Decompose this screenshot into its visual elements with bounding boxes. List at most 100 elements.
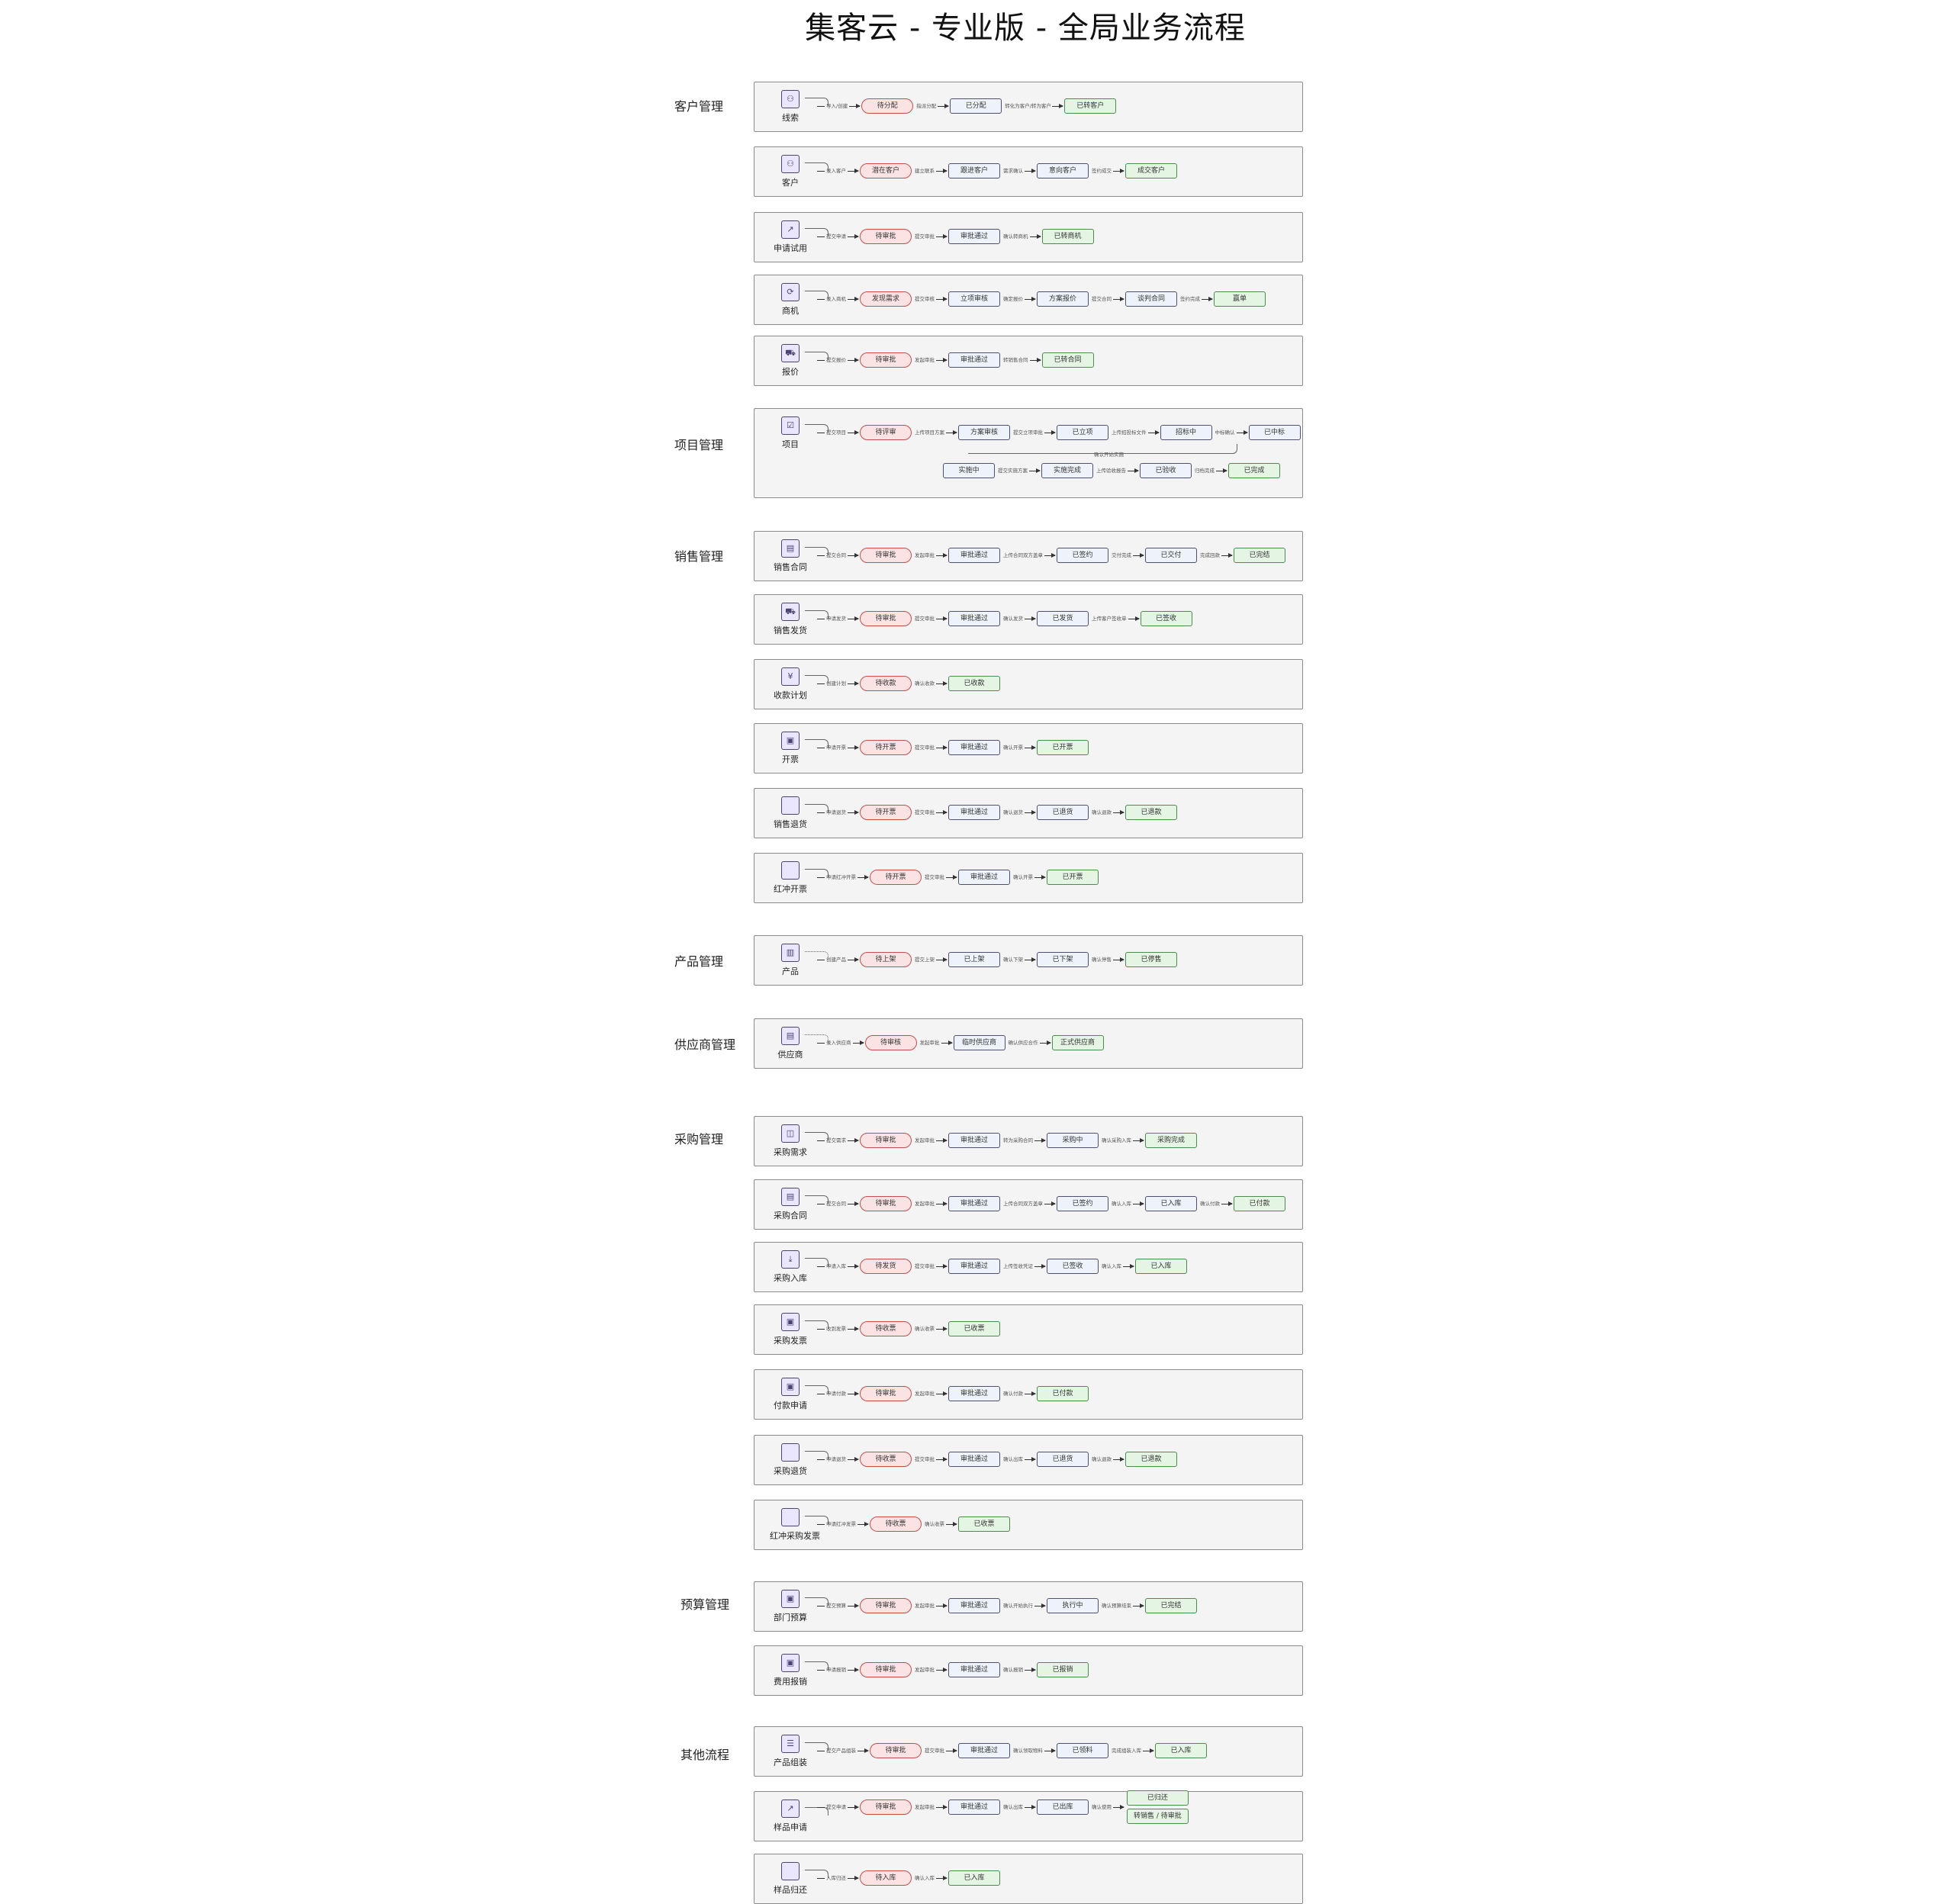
edge-label: 确认开票 — [1003, 745, 1023, 751]
entity-name: 开票 — [782, 754, 799, 764]
flow-node: 已验收 — [1140, 463, 1192, 478]
edge-label: 发起审批 — [915, 1804, 935, 1810]
flow-node: 审批通过 — [948, 548, 1000, 563]
flow-node: 转销售 / 待审批 — [1127, 1809, 1189, 1824]
edge-line — [817, 105, 825, 107]
edge-arrow — [848, 1326, 859, 1331]
section-label-project: 项目管理 — [674, 438, 724, 452]
edge-label: 提交审批 — [915, 809, 935, 815]
flow-node: 发现需求 — [860, 291, 912, 307]
entity-connector — [805, 1195, 828, 1204]
flow-edge: 交付完成 — [1110, 552, 1144, 558]
flow-node: 审批通过 — [948, 352, 1000, 368]
edge-label: 确认开票 — [1013, 874, 1033, 880]
edge-label: 签约成交 — [1092, 168, 1112, 174]
flow-edge: 确认开票 — [1012, 874, 1046, 880]
flow-edge: 确认收票 — [923, 1521, 957, 1527]
edge-label: 确认付款 — [1003, 1391, 1023, 1397]
edge-arrow — [1044, 552, 1056, 558]
edge-line — [817, 170, 825, 172]
entity-name: 商机 — [782, 306, 799, 316]
flow-edge: 上传签收凭证 — [1002, 1263, 1046, 1269]
flow-edge: 导入/创建 — [817, 103, 861, 109]
edge-arrow — [936, 1667, 948, 1672]
edge-label: 申请红冲发票 — [826, 1521, 856, 1527]
flow-node: 跟进客户 — [948, 163, 1000, 178]
entity-name: 供应商 — [777, 1050, 803, 1060]
entity-connector — [805, 739, 828, 748]
entity-connector — [805, 1742, 828, 1751]
entity-name: 样品申请 — [774, 1822, 807, 1832]
flow-node: 已领料 — [1057, 1743, 1108, 1758]
flow-node: 审批通过 — [948, 229, 1000, 244]
flow-row: 录入供应商待审核发起审批临时供应商确认供应合作正式供应商 — [816, 1034, 1104, 1052]
edge-label: 确认入库 — [1102, 1263, 1121, 1269]
flow-row: 提交申请待审批提交审批审批通过确认转商机已转商机 — [816, 227, 1094, 246]
flow-row: 录入客户潜在客户建立联系跟进客户需求确认意向客户签约成交成交客户 — [816, 162, 1177, 180]
flow-edge: 提交审批 — [923, 874, 957, 880]
flow-node: 待审批 — [860, 548, 912, 563]
edge-arrow — [1221, 552, 1233, 558]
flow-node: 已中标 — [1248, 425, 1301, 440]
entity-connector — [805, 804, 828, 812]
flow-edge: 确认采购入库 — [1100, 1137, 1144, 1143]
edge-arrow — [848, 552, 859, 558]
flow-node: 已付款 — [1037, 1386, 1089, 1401]
edge-label: 提交审批 — [925, 874, 944, 880]
flow-row: 入库归还待入库确认入库已入库 — [816, 1869, 1000, 1887]
edge-label: 确认供应合作 — [1008, 1040, 1038, 1046]
flow-edge: 申请开票 — [817, 745, 859, 751]
flow-entity: 红冲采购发票 — [770, 1500, 820, 1542]
edge-arrow — [848, 1875, 859, 1880]
edge-label: 提交审批 — [915, 1263, 935, 1269]
flow-node: 审批通过 — [948, 805, 1000, 820]
bridge-line — [968, 444, 1237, 454]
edge-label: 提交需求 — [826, 1137, 846, 1143]
flow-row: 申请入库待发货提交审批审批通过上传签收凭证已签收确认入库已入库 — [816, 1257, 1187, 1275]
edge-arrow — [857, 1521, 869, 1526]
flow-edge: 中标确认 — [1214, 429, 1248, 436]
edge-arrow — [936, 809, 948, 815]
section-label-product: 产品管理 — [674, 954, 724, 969]
edge-line — [817, 1140, 825, 1141]
flow-row: 提交产品组装待审批提交审批审批通过确认领取物料已领料完成组装入库已入库 — [816, 1742, 1207, 1760]
edge-arrow — [1034, 1263, 1046, 1269]
edge-arrow — [936, 1875, 948, 1880]
edge-label: 提交项目 — [826, 429, 846, 436]
edge-label: 确认收款 — [915, 680, 935, 687]
edge-line — [817, 876, 825, 878]
entity-name: 销售合同 — [774, 562, 807, 572]
flow-entity: ☑项目 — [770, 409, 811, 450]
edge-label: 提交合同 — [826, 552, 846, 558]
edge-label: 提交申请 — [826, 233, 846, 240]
edge-arrow — [1029, 357, 1041, 362]
flow-node: 正式供应商 — [1051, 1035, 1104, 1050]
edge-line — [817, 683, 825, 684]
flow-row: 申请退货待收票提交审批审批通过确认出库已退货确认退款已退款 — [816, 1450, 1177, 1468]
flow-edge: 确认开始执行 — [1002, 1603, 1046, 1609]
flow-edge: 发起审批 — [913, 1603, 948, 1609]
refresh-icon: ⟳ — [781, 283, 800, 301]
return-icon — [781, 796, 800, 815]
flow-edge: 收到发票 — [817, 1326, 859, 1332]
flow-row-2: 实施中提交实施方案实施完成上传验收报告已验收归档完成已完成 — [943, 462, 1280, 480]
flow-edge: 提交审批 — [913, 745, 948, 751]
edge-line — [817, 812, 825, 813]
edge-label: 确认出库 — [1003, 1804, 1023, 1810]
flow-node: 谈判合同 — [1125, 291, 1177, 307]
flow-edge: 发起审批 — [913, 1804, 948, 1810]
flow-edge: 上传合同双方盖章 — [1002, 1201, 1056, 1207]
entity-name: 采购合同 — [774, 1211, 807, 1221]
flow-edge: 确认开票 — [1002, 745, 1036, 751]
flow-row: 创建产品待上架提交上架已上架确认下架已下架确认停售已停售 — [816, 950, 1177, 969]
edge-label: 申请退货 — [826, 809, 846, 815]
flow-edge: 提交申请 — [817, 233, 859, 240]
flow-edge: 提交合同 — [817, 552, 859, 558]
flow-panel: ↗申请试用提交申请待审批提交审批审批通过确认转商机已转商机 — [754, 212, 1303, 262]
edge-label: 签约完成 — [1180, 296, 1200, 302]
edge-arrow — [1113, 296, 1125, 301]
flow-panel: ▤供应商录入供应商待审核发起审批临时供应商确认供应合作正式供应商 — [754, 1018, 1303, 1069]
flow-edge: 提交合同 — [1090, 296, 1125, 302]
edge-label: 提交预算 — [826, 1603, 846, 1609]
flow-edge: 完成组装入库 — [1110, 1748, 1154, 1754]
